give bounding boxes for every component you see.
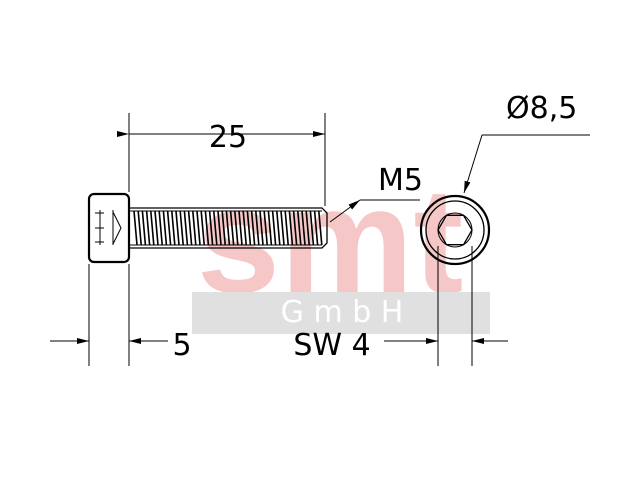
watermark-company-form: G m b H <box>281 295 404 330</box>
thread-line <box>158 210 163 246</box>
thread-line <box>297 210 302 246</box>
thread-line <box>145 210 151 246</box>
cap-screw-top-view-icon <box>419 194 491 266</box>
thread-line <box>259 210 264 246</box>
thread-line <box>280 210 285 246</box>
thread-line <box>183 210 189 246</box>
length-dimension: 25 <box>117 113 326 206</box>
thread-line <box>246 210 252 246</box>
thread-line <box>242 210 247 246</box>
thread-label: M5 <box>378 163 423 198</box>
hex-socket-hidden-lines <box>95 210 122 245</box>
thread-line <box>213 210 218 246</box>
thread-line <box>313 210 319 246</box>
diameter-label: Ø8,5 <box>506 91 577 126</box>
thread-line <box>137 210 142 246</box>
thread-line <box>171 210 176 246</box>
thread-line <box>284 210 289 246</box>
head-height-dimension: 5 <box>50 264 192 366</box>
thread-line <box>179 210 184 246</box>
thread-line <box>200 210 205 246</box>
thread-line <box>318 210 323 246</box>
thread-line <box>208 210 214 246</box>
screw-head <box>87 192 131 264</box>
head-chamfer <box>425 200 485 260</box>
thread-line <box>196 210 201 246</box>
thread-line <box>162 210 168 246</box>
watermark-band <box>192 292 490 334</box>
thread-lines <box>133 210 323 246</box>
thread-line <box>225 210 231 246</box>
wrench-size-label: SW 4 <box>293 328 370 363</box>
thread-line <box>309 210 315 246</box>
screw-shank <box>129 207 328 249</box>
thread-line <box>141 210 147 246</box>
thread-line <box>133 210 138 246</box>
thread-line <box>221 210 226 246</box>
head-height-label: 5 <box>172 328 191 363</box>
length-label: 25 <box>209 120 247 155</box>
thread-line <box>217 210 222 246</box>
thread-line <box>166 210 172 246</box>
thread-callout: M5 <box>329 163 423 223</box>
socket-bottom <box>437 212 473 248</box>
thread-line <box>292 210 298 246</box>
thread-line <box>229 210 235 246</box>
thread-line <box>204 210 210 246</box>
thread-line <box>154 210 159 246</box>
thread-line <box>250 210 256 246</box>
thread-line <box>192 210 197 246</box>
thread-line <box>305 210 310 246</box>
thread-line <box>263 210 268 246</box>
wrench-size-dimension: SW 4 <box>293 246 508 366</box>
head-outline <box>419 194 491 266</box>
thread-line <box>276 210 281 246</box>
thread-line <box>255 210 260 246</box>
thread-line <box>267 210 273 246</box>
thread-line <box>175 210 180 246</box>
thread-line <box>301 210 306 246</box>
thread-line <box>288 210 294 246</box>
cap-screw-side-view-icon <box>87 192 328 264</box>
diameter-callout: Ø8,5 <box>463 91 590 194</box>
thread-line <box>271 210 277 246</box>
thread-line <box>187 210 193 246</box>
thread-line <box>234 210 239 246</box>
thread-line <box>238 210 243 246</box>
thread-line <box>150 210 155 246</box>
